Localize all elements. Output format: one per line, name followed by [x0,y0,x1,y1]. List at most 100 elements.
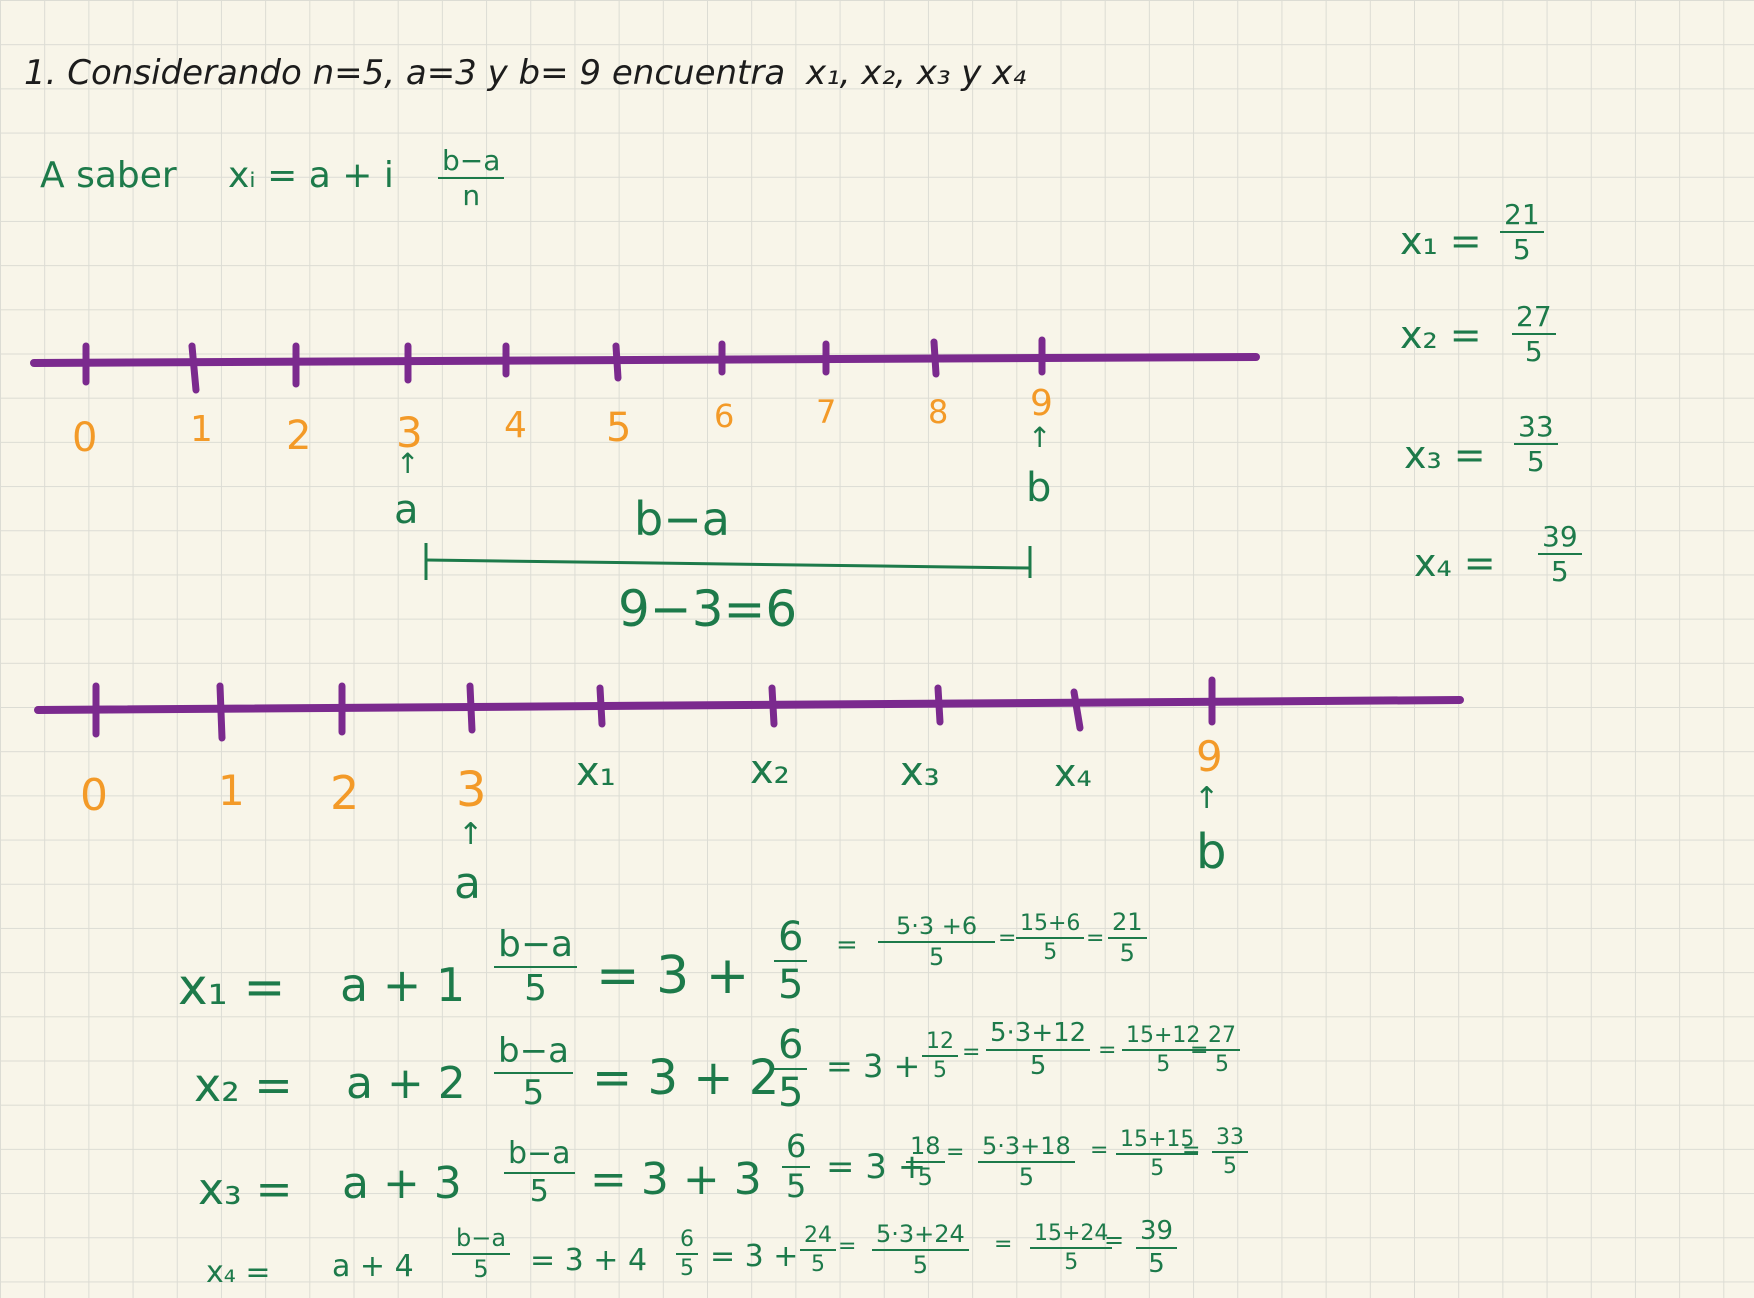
bracket-b-minus-a [424,543,1032,580]
calc-4-eq4: = [1104,1226,1125,1254]
summary-fraction-3: 33 5 [1514,412,1558,477]
calc-2-eq: = 3 + 2 [592,1050,780,1106]
problem-number: 1. [24,53,57,93]
bracket-label: b−a [634,492,730,546]
summary-fraction-2: 27 5 [1512,302,1556,367]
summary-label-3: x₃ = [1404,433,1486,477]
summary-den-1: 5 [1512,233,1531,267]
tick-1-8 [930,338,940,378]
calc-2-eq2: = [962,1040,981,1065]
l1-arrow-a: ↑ [396,447,420,480]
l1-label-8: 8 [928,393,949,431]
calc-4-mid: = 3 + [710,1239,799,1274]
calc-2-eq4: = [1190,1038,1209,1063]
calc-1-expr: a + 1 [340,958,466,1012]
summary-label-4: x₄ = [1414,541,1496,585]
tick-1-5 [612,342,622,382]
calc-3-eq2: = [946,1140,965,1165]
calc-2-eq3: = [1098,1038,1117,1063]
l1-label-0: 0 [72,415,98,461]
l2-arrow-a: ↑ [458,817,484,852]
number-line-1-axis [30,353,1260,367]
formula-numerator: b−a [438,146,505,180]
calc-4-expr: a + 4 [332,1249,414,1284]
tick-2-x4 [1070,688,1084,732]
summary-num-1: 21 [1500,200,1544,234]
formula-denominator: n [462,179,481,213]
calc-4-eq3: = [994,1232,1013,1257]
summary-fraction-1: 21 5 [1500,200,1544,265]
l2-label-3: 3 [456,762,487,818]
summary-label-2: x₂ = [1400,313,1482,357]
l1-label-4: 4 [504,405,527,446]
summary-den-2: 5 [1524,335,1543,369]
calc-4-eq: = 3 + 4 [530,1243,648,1278]
l1-b-label: b [1026,465,1052,511]
problem-statement: 1. Considerando n=5, a=3 y b= 9 encuentr… [24,56,1026,90]
formula-lead: A saber [40,155,177,196]
l2-label-0: 0 [80,770,108,821]
l2-b-label: b [1196,824,1227,880]
problem-targets: x₁, x₂, x₃ y x₄ [806,53,1026,93]
calc-1-eq: = 3 + [596,946,750,1006]
tick-2-3 [466,682,476,734]
l2-a-label: a [454,858,481,909]
calc-4-lhs: x₄ = [206,1255,271,1290]
calc-3-eq4: = [1182,1138,1201,1163]
l2-label-x2: x₂ [750,747,790,793]
tick-2-x2 [768,684,778,728]
summary-num-2: 27 [1512,302,1556,336]
calc-1-eq3: = [998,926,1017,951]
calc-3-eq: = 3 + 3 [590,1154,762,1205]
summary-num-3: 33 [1514,412,1558,446]
l2-label-x3: x₃ [900,749,940,795]
summary-label-1: x₁ = [1400,219,1482,263]
l1-a-label: a [394,487,419,533]
tick-2-1 [216,682,226,742]
l2-label-1: 1 [218,766,245,815]
tick-2-x1 [596,684,606,728]
formula-lhs: xᵢ = a + i [228,155,394,196]
summary-den-4: 5 [1550,555,1569,589]
calc-1-eq2: = [836,930,858,960]
calc-1-eq4: = [1086,926,1105,951]
l2-label-2: 2 [330,766,360,820]
l2-label-x1: x₁ [576,749,616,795]
l1-label-3: 3 [396,408,423,457]
summary-num-4: 39 [1538,522,1582,556]
number-line-1-ticks [82,336,1046,394]
l2-arrow-b: ↑ [1194,781,1220,816]
problem-text: Considerando n=5, a=3 y b= 9 encuentra [67,53,786,93]
tick-1-1 [188,342,200,394]
l1-arrow-b: ↑ [1028,421,1052,454]
l1-label-6: 6 [714,397,735,435]
l1-label-1: 1 [190,409,213,450]
summary-fraction-4: 39 5 [1538,522,1582,587]
calc-3-mid: = 3 + [826,1147,927,1187]
number-line-2-ticks [92,676,1216,742]
calc-4-eq2: = [838,1234,857,1259]
l1-label-5: 5 [606,405,632,451]
l2-label-9: 9 [1196,732,1223,781]
tick-2-x3 [934,684,944,726]
calc-1-lhs: x₁ = [178,958,286,1016]
number-line-2-axis [34,696,1464,714]
